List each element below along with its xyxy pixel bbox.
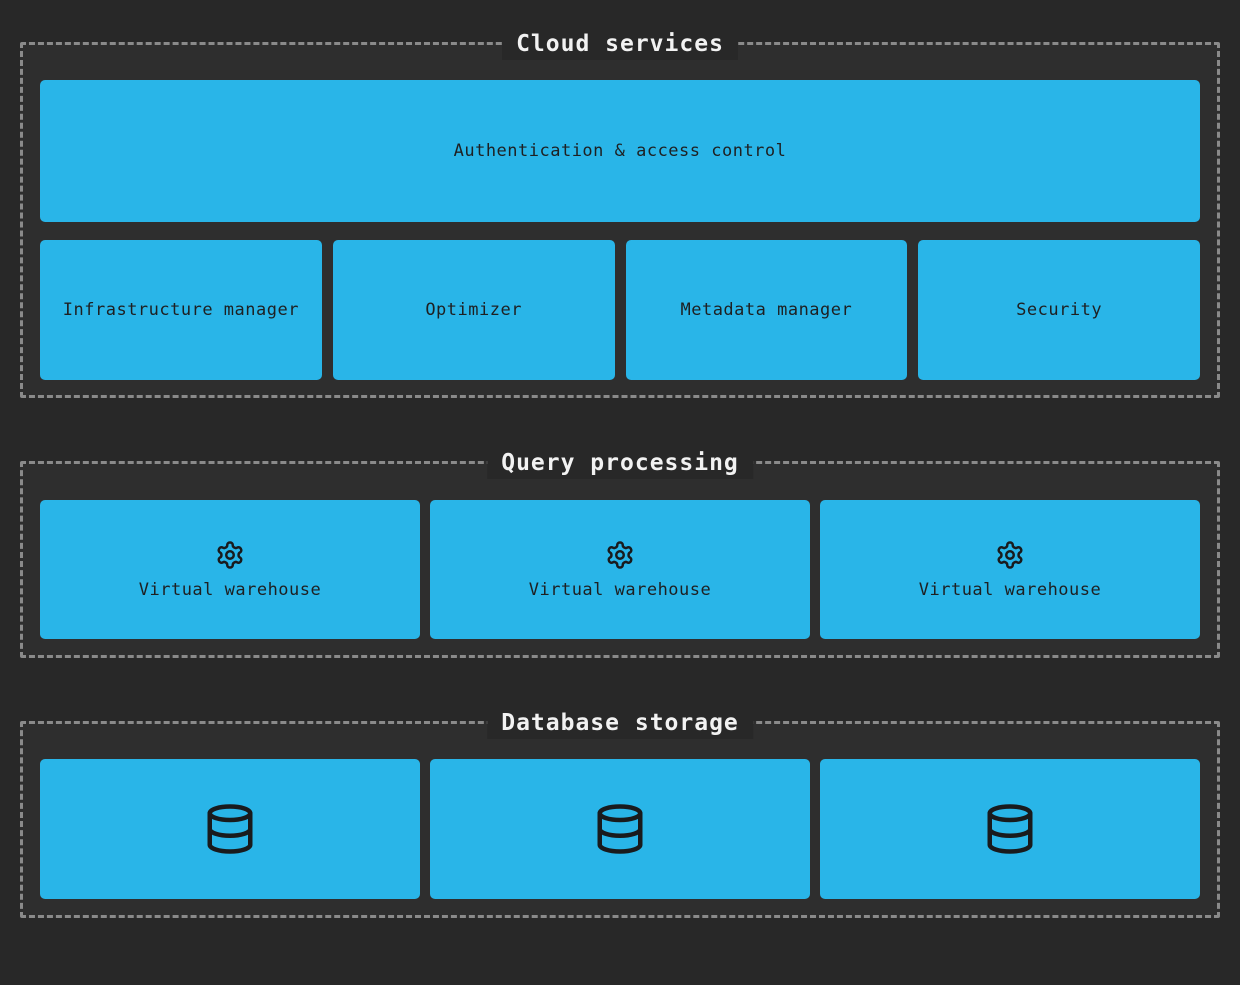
section-title-query-processing: Query processing [487,447,753,479]
section-cloud-services: Cloud services Authentication & access c… [20,28,1220,398]
database-storage-row [40,759,1200,899]
box-label: Virtual warehouse [138,579,322,600]
box-label: Infrastructure manager [62,300,299,320]
query-processing-row: Virtual warehouse Virtual warehouse Virt… [40,500,1200,639]
box-authentication-access-control: Authentication & access control [40,80,1200,222]
box-label: Virtual warehouse [918,579,1102,600]
box-database [40,759,420,899]
box-virtual-warehouse: Virtual warehouse [820,500,1200,639]
box-virtual-warehouse: Virtual warehouse [430,500,810,639]
box-label: Optimizer [425,300,522,320]
database-icon [203,802,257,856]
gear-icon [605,540,635,570]
box-virtual-warehouse: Virtual warehouse [40,500,420,639]
box-metadata-manager: Metadata manager [625,240,908,380]
box-optimizer: Optimizer [332,240,615,380]
box-label: Security [1016,300,1103,320]
box-label: Metadata manager [680,300,853,320]
box-infrastructure-manager: Infrastructure manager [40,240,322,380]
database-icon [593,802,647,856]
section-title-cloud-services: Cloud services [502,28,738,60]
section-title-database-storage: Database storage [487,707,753,739]
gear-icon [995,540,1025,570]
box-label: Virtual warehouse [528,579,712,600]
database-icon [983,802,1037,856]
section-database-storage: Database storage [20,707,1220,918]
cloud-services-row: Infrastructure manager Optimizer Metadat… [40,240,1200,380]
gear-icon [215,540,245,570]
box-label: Authentication & access control [453,141,787,161]
section-query-processing: Query processing Virtual warehouse Virtu… [20,447,1220,658]
box-security: Security [918,240,1200,380]
box-database [820,759,1200,899]
box-database [430,759,810,899]
